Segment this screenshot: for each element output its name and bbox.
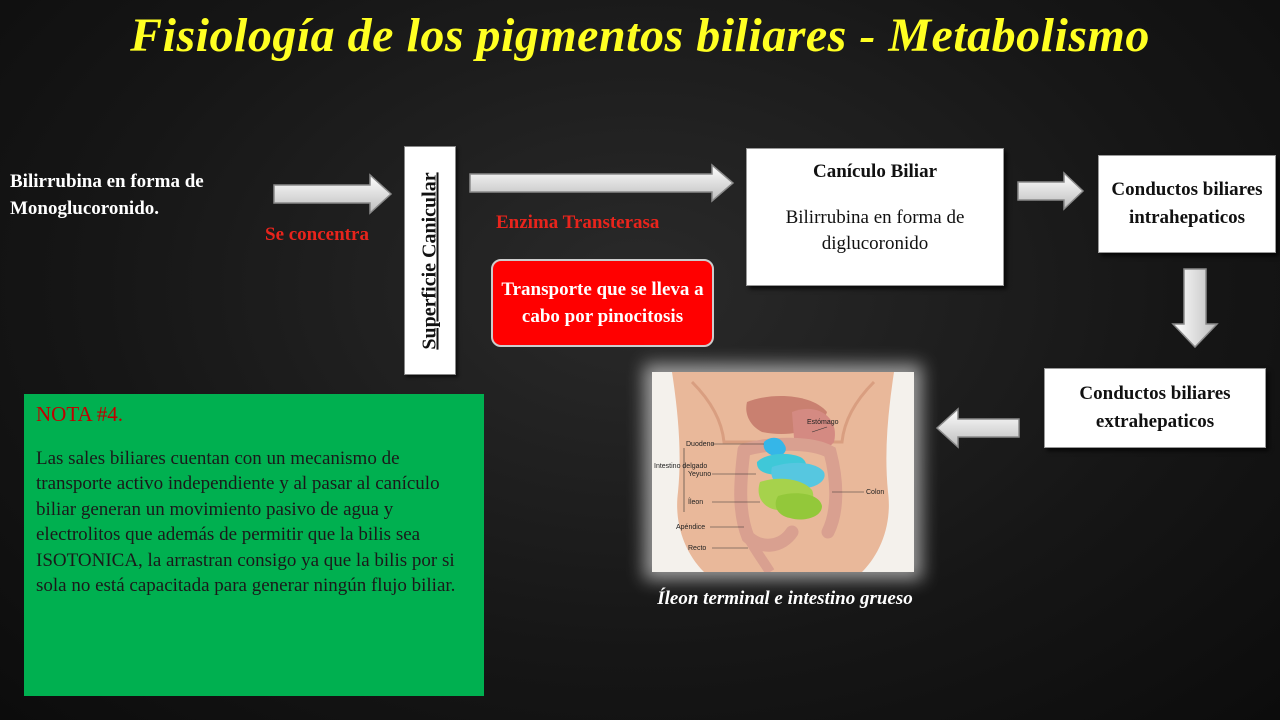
canaliculo-title: Canículo Biliar [812,161,938,182]
note-body: Las sales biliares cuentan con un mecani… [36,447,456,597]
extrahepatic-ducts-box: Conductos biliares extrahepaticos [1044,368,1266,448]
transport-note-box: Transporte que se lleva a cabo por pinoc… [491,259,714,347]
transport-note-text: Transporte que se lleva a cabo por pinoc… [501,279,704,327]
note-title: NOTA #4. [36,402,123,426]
intestine-anatomy-image: Estómago Duodeno Intestino delgado Yeyun… [652,372,914,572]
canaliculo-box: Canículo Biliar Bilirrubina en forma de … [746,148,1004,286]
arrow-right-icon [1017,171,1085,211]
label-rectum: Recto [688,545,706,552]
start-bilirubin-text: Bilirrubina en forma de Monoglucoronido. [10,171,204,219]
note-box: NOTA #4. Las sales biliares cuentan con … [24,394,484,696]
label-colon: Colon [866,489,884,496]
slide-title: Fisiología de los pigmentos biliares - M… [130,9,1150,62]
intrahepatic-ducts-box: Conductos biliares intrahepaticos [1098,155,1276,253]
canalicular-surface-box: Superficie Canicular [404,146,456,375]
arrow-right-icon [469,163,735,203]
label-small-intestine: Intestino delgado [654,463,707,470]
label-stomach: Estómago [807,419,839,426]
arrow-left-icon [935,407,1020,449]
arrow-right-icon [273,173,393,215]
label-jejunum: Yeyuno [688,471,711,478]
label-appendix: Apéndice [676,524,705,531]
arrow-down-icon [1171,268,1219,349]
image-caption: Íleon terminal e intestino grueso [657,588,913,609]
intrahepatic-ducts-label: Conductos biliares intrahepaticos [1111,179,1263,228]
canaliculo-body: Bilirrubina en forma de diglucoronido [785,207,965,254]
concentrate-label: Se concentra [265,224,369,245]
canalicular-surface-label: Superficie Canicular [418,171,441,350]
label-ileum: Íleon [688,497,703,506]
enzyme-label: Enzima Transterasa [496,212,660,233]
label-duodenum: Duodeno [686,441,715,448]
extrahepatic-ducts-label: Conductos biliares extrahepaticos [1079,383,1231,432]
